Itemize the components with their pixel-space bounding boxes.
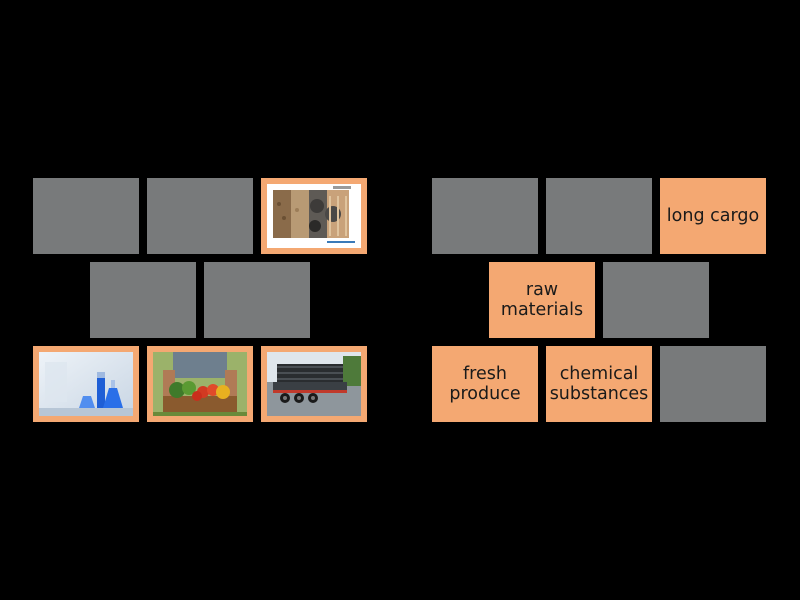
tile-label: raw materials — [500, 280, 584, 320]
right-tile-fresh-produce[interactable]: fresh produce — [432, 346, 538, 422]
left-tile-hidden[interactable] — [33, 178, 139, 254]
fresh-produce-image — [153, 352, 247, 416]
right-tile-hidden[interactable] — [660, 346, 766, 422]
left-tile-hidden[interactable] — [147, 178, 253, 254]
right-tile-raw-materials[interactable]: raw materials — [489, 262, 595, 338]
left-tile-raw-materials[interactable] — [261, 178, 367, 254]
long-cargo-truck-image — [267, 352, 361, 416]
left-tile-long-cargo[interactable] — [261, 346, 367, 422]
right-tile-chemical-substances[interactable]: chemical substances — [546, 346, 652, 422]
tile-label: chemical substances — [549, 364, 649, 404]
tile-label: fresh produce — [449, 364, 521, 404]
right-tile-hidden[interactable] — [603, 262, 709, 338]
raw-materials-image — [267, 184, 361, 248]
right-tile-hidden[interactable] — [546, 178, 652, 254]
left-tile-hidden[interactable] — [90, 262, 196, 338]
chemical-substances-image — [39, 352, 133, 416]
tile-label: long cargo — [666, 206, 760, 226]
left-tile-chemical-substances[interactable] — [33, 346, 139, 422]
left-tile-hidden[interactable] — [204, 262, 310, 338]
left-tile-fresh-produce[interactable] — [147, 346, 253, 422]
right-tile-long-cargo[interactable]: long cargo — [660, 178, 766, 254]
right-tile-hidden[interactable] — [432, 178, 538, 254]
